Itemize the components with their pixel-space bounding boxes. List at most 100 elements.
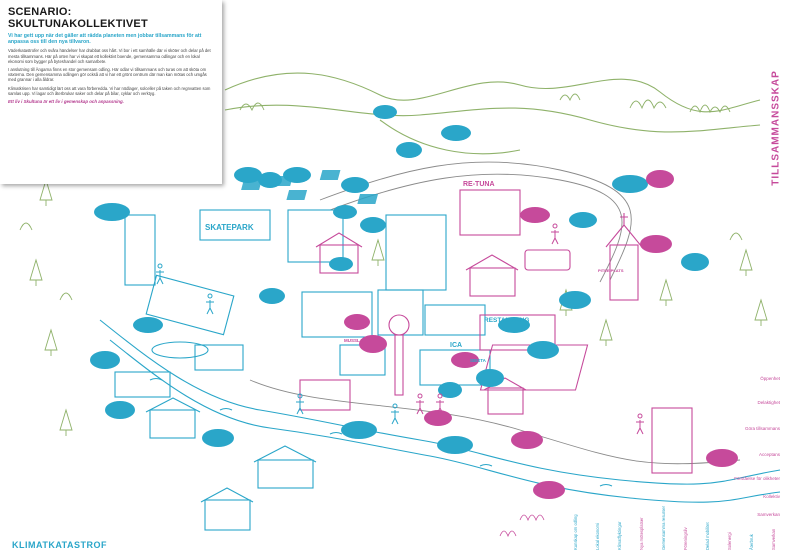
speech-bubble [533, 481, 565, 499]
legend-item: Öppenhet [760, 376, 780, 381]
house [149, 409, 196, 439]
legend-item: Delaktighet [757, 400, 780, 405]
road [329, 173, 623, 283]
road [319, 161, 632, 281]
speech-bubble [424, 410, 452, 426]
scenario-paragraph: Klimatkrisen har samtidigt lärt oss att … [8, 85, 211, 96]
sign-siesta: SIESTA [470, 358, 487, 363]
bottom-column: Lokal ekonomi [595, 522, 600, 550]
fountain [151, 341, 209, 359]
sign-skatepark: SKATEPARK [205, 223, 254, 232]
speech-bubble [511, 431, 543, 449]
house-pink [469, 267, 516, 297]
bottom-column: Klimatflyktingar [617, 521, 622, 550]
speech-bubble [640, 235, 672, 253]
legend-item: Acceptans [758, 452, 780, 457]
legend-item: Samverkan [757, 512, 780, 517]
hall [194, 344, 244, 371]
speech-bubble [344, 314, 370, 330]
tower-pink [651, 407, 693, 474]
legend-item: Göra tillsammans [744, 426, 780, 431]
house-roof [200, 487, 254, 503]
speech-bubble [90, 351, 120, 369]
side-title-text: TILLSAMMANSSKAP [770, 70, 782, 186]
speech-bubble [283, 167, 311, 183]
restaurant [479, 314, 556, 351]
speech-bubble [706, 449, 738, 467]
sign-restaurang: RESTAURANG [484, 317, 529, 324]
tower-structure [394, 334, 404, 396]
speech-bubble [341, 421, 377, 439]
speech-bubble [202, 429, 234, 447]
bottom-column: Kunskap om odling [573, 514, 578, 550]
house-pink [487, 387, 524, 415]
house-roof [253, 445, 317, 463]
hill-line [379, 119, 521, 155]
bottom-column: Delad mobilitet [705, 522, 710, 550]
speech-bubble [681, 253, 709, 271]
bottom-column: Föreningsliv [683, 527, 688, 550]
speech-bubble [360, 217, 386, 233]
house [257, 459, 314, 489]
speech-bubble [234, 167, 262, 183]
garden-beds [114, 371, 171, 398]
bottom-column: Solenergi [727, 532, 732, 550]
speech-bubble [527, 341, 559, 359]
solar-panel [319, 170, 341, 180]
legend-item: Kollektiv [763, 494, 780, 499]
speech-bubble [437, 436, 473, 454]
scenario-title: SCENARIO: SKULTUNAKOLLEKTIVET [8, 6, 148, 30]
side-title: TILLSAMMANSSKAP [768, 28, 784, 228]
pool [145, 274, 235, 336]
house [204, 499, 251, 531]
skatepark-building [199, 209, 271, 241]
bottom-column: Återbruk [749, 534, 754, 550]
bus [524, 249, 571, 271]
apartment-block [385, 214, 447, 291]
sign-ica: ICA [450, 342, 462, 349]
apartment-block [301, 291, 373, 338]
scenario-footer: Ett liv i Skultuna är ett liv i gemenska… [8, 99, 124, 105]
bottom-column: Gemensamma resurser [661, 506, 666, 550]
scenario-paragraph: I anslutning till Ängarna finns en stor … [8, 67, 207, 83]
bottom-columns: Kunskap om odling Lokal ekonomi Klimatfl… [568, 492, 786, 552]
speech-bubble [451, 352, 479, 368]
greenhouse [424, 304, 486, 336]
scenario-paragraph: Väderkatastrofer och svåra händelser har… [8, 48, 211, 64]
market-stall [299, 379, 351, 411]
speech-bubble [105, 401, 135, 419]
church [609, 244, 639, 301]
speech-bubble [498, 317, 530, 333]
speech-bubble [441, 125, 471, 141]
speech-bubble [341, 177, 369, 193]
house-roof [145, 397, 201, 413]
river [99, 319, 781, 485]
hill-line [224, 72, 761, 113]
speech-bubble [373, 105, 397, 119]
speech-bubble [438, 382, 462, 398]
solar-panel [357, 194, 379, 204]
road [249, 379, 741, 465]
tower-building [124, 214, 156, 286]
speech-bubble [476, 369, 504, 387]
speech-bubble [520, 207, 550, 223]
legend-item: Förståelse för olikheter [734, 476, 780, 481]
house-pink [319, 244, 359, 274]
sign-pitee: PITEE PLATS [598, 268, 624, 273]
sign-mussla: MUSSLA [344, 338, 364, 343]
scenario-lead: Vi har gett upp när det gäller att rädda… [8, 33, 202, 46]
scenario-card: SCENARIO: SKULTUNAKOLLEKTIVET Vi har get… [0, 0, 222, 184]
apartment-block [377, 289, 424, 336]
river [109, 339, 781, 503]
retuna-building [459, 189, 521, 236]
hill-line [224, 104, 761, 133]
speech-bubble [333, 205, 357, 219]
sign-retuna: RE-TUNA [463, 181, 495, 188]
speech-bubble [133, 317, 163, 333]
speech-bubble [258, 172, 282, 188]
speech-bubble [559, 291, 591, 309]
speech-bubble [259, 288, 285, 304]
speech-bubble [396, 142, 422, 158]
speech-bubble [646, 170, 674, 188]
